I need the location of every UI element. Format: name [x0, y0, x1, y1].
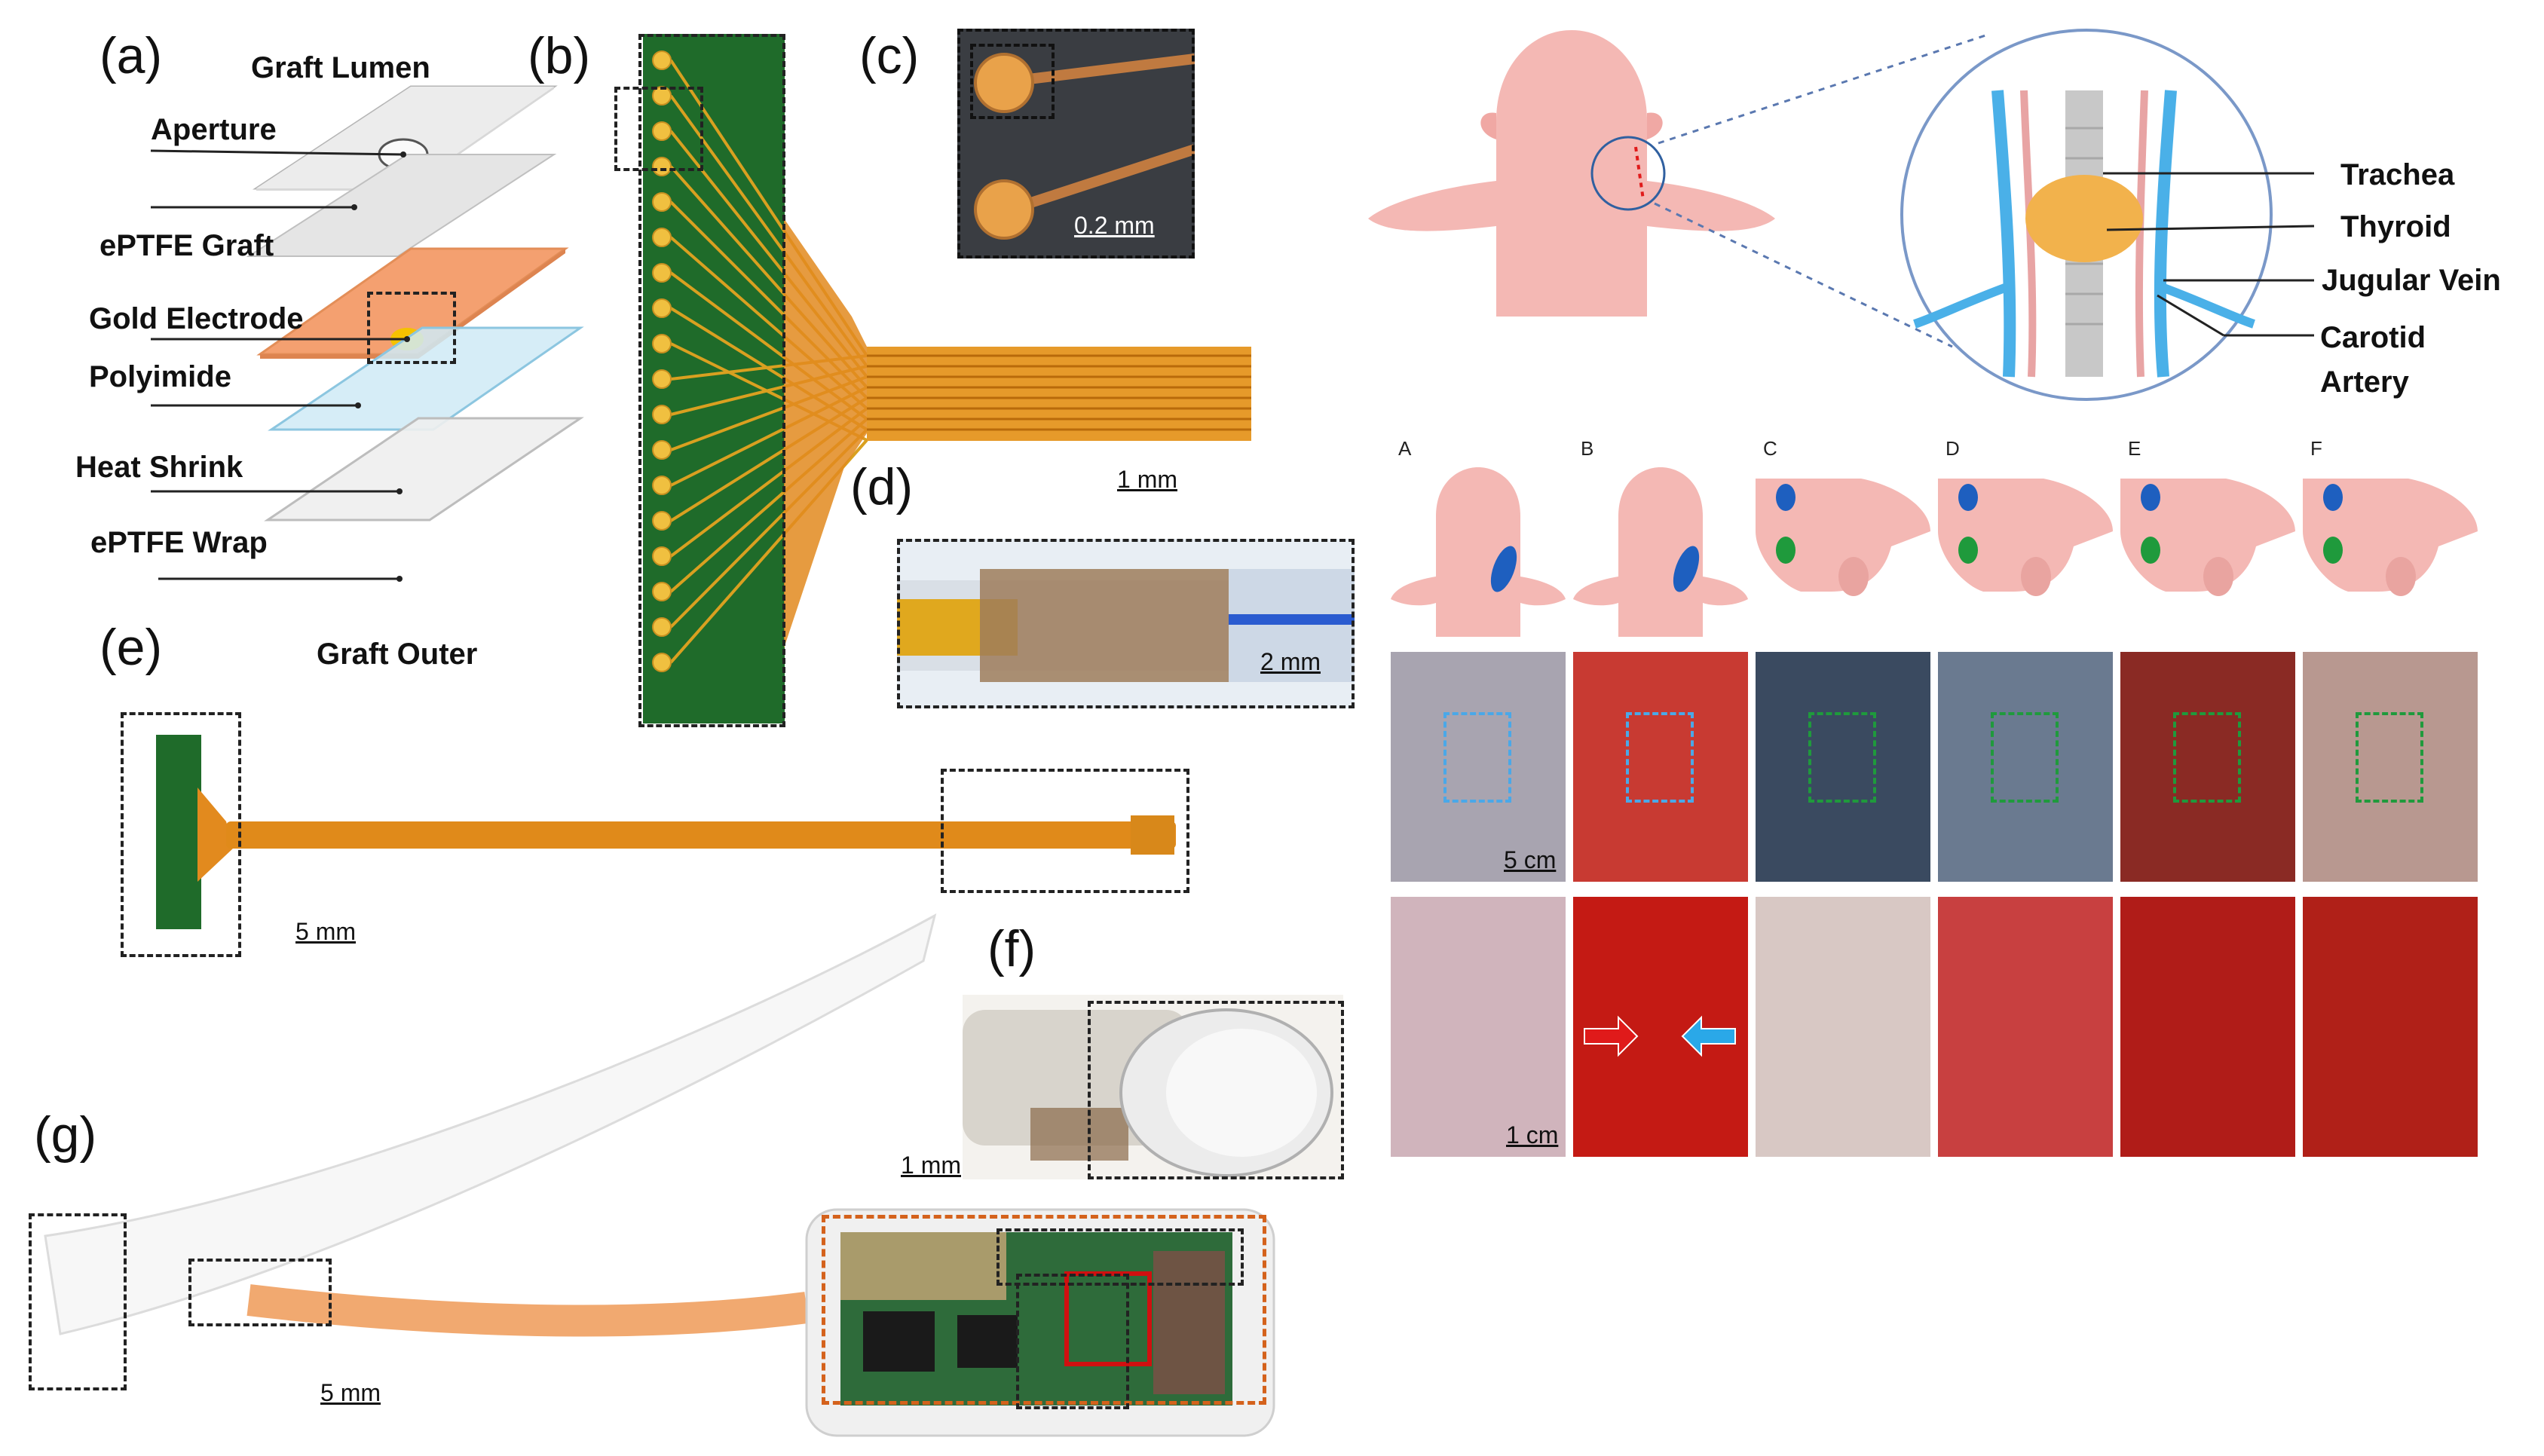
- panel-label-f: (f): [987, 920, 1036, 977]
- electrode-pad: [652, 298, 672, 318]
- wrapped-graft-frame: [897, 539, 1355, 708]
- step-cartoon: [2303, 463, 2478, 637]
- array-outline-box: [638, 34, 785, 727]
- neck-vessels: [1913, 90, 2255, 378]
- electronics-orange-box: [822, 1215, 1266, 1405]
- panel-label-a: (a): [99, 27, 163, 84]
- label-graft-lumen: Graft Lumen: [251, 51, 430, 84]
- label-trachea: Trachea: [2340, 158, 2455, 191]
- step-cartoon: [2120, 463, 2295, 637]
- pig-anatomy-illustration: [1368, 29, 2315, 401]
- step-label: E: [2128, 437, 2141, 460]
- electrode-pad: [652, 157, 672, 176]
- surgery-photo-overview: [1756, 652, 1930, 882]
- label-jugular-vein: Jugular Vein: [2322, 264, 2501, 297]
- electrode-pad: [652, 582, 672, 601]
- label-thyroid: Thyroid: [2340, 210, 2451, 243]
- surgery-photo-overview: [2303, 652, 2478, 882]
- surgery-photo-detail: [1938, 897, 2113, 1157]
- label-polyimide: Polyimide: [89, 360, 231, 393]
- surgery-photo-overview: [1391, 652, 1566, 882]
- electrode-pad: [652, 121, 672, 141]
- scale-bar-surgery-bottom: 1 cm: [1506, 1121, 1559, 1149]
- graft-lumen-photo: [963, 995, 1343, 1179]
- surgery-photo-detail: [1756, 897, 1930, 1157]
- electrode-zoom-box: [367, 292, 456, 364]
- eptfe-wrap-layer: [264, 417, 584, 522]
- surgery-photo-detail: [1391, 897, 1566, 1157]
- implant-assembly-image: [44, 913, 1275, 1437]
- electrode-pad: [652, 263, 672, 283]
- electrode-pad: [652, 653, 672, 672]
- electrode-pad: [652, 192, 672, 212]
- scale-bar-d: 2 mm: [1260, 648, 1321, 675]
- panel-label-d: (d): [850, 458, 914, 515]
- label-artery: Artery: [2320, 366, 2409, 399]
- panel-label-e: (e): [99, 619, 163, 676]
- wrapped-graft-photo: [897, 539, 1355, 708]
- step-label: A: [1398, 437, 1412, 460]
- electrode-pad: [652, 511, 672, 531]
- panel-label-c: (c): [859, 27, 920, 84]
- step-label: B: [1581, 437, 1594, 460]
- electrode-pad: [652, 50, 672, 70]
- lumen-zoom-box: [1088, 1001, 1344, 1179]
- pad-zoom-box: [614, 87, 703, 171]
- scale-bar-e: 5 mm: [295, 918, 356, 945]
- electrode-pad: [652, 228, 672, 247]
- graft-end-box: [29, 1213, 127, 1390]
- surgery-photo-overview: [1573, 652, 1748, 882]
- electrode-pad: [652, 369, 672, 389]
- step-cartoon: [1756, 463, 1930, 637]
- label-gold-electrode: Gold Electrode: [89, 302, 304, 335]
- surgery-photo-overview: [2120, 652, 2295, 882]
- scale-bar-surgery-top: 5 cm: [1504, 846, 1557, 873]
- thyroid-shape: [2025, 175, 2143, 262]
- surgery-photo-overview: [1938, 652, 2113, 882]
- surgery-photo-detail: [2120, 897, 2295, 1157]
- step-cartoon: [1573, 463, 1748, 637]
- scale-bar-g: 5 mm: [320, 1379, 381, 1406]
- layer-stack-diagram: [150, 85, 584, 582]
- scale-bar-f: 1 mm: [901, 1152, 961, 1179]
- electrode-pad: [652, 334, 672, 353]
- surgery-photo-detail: [1573, 897, 1748, 1157]
- panel-label-b: (b): [528, 27, 591, 84]
- surgery-photo-detail: [2303, 897, 2478, 1157]
- scale-bar-b: 1 mm: [1117, 466, 1177, 493]
- label-eptfe-graft: ePTFE Graft: [99, 229, 274, 262]
- electrode-pad: [652, 617, 672, 637]
- label-heat-shrink: Heat Shrink: [75, 451, 243, 484]
- step-label: D: [1946, 437, 1960, 460]
- electrode-pad: [652, 440, 672, 460]
- label-graft-outer: Graft Outer: [317, 638, 478, 671]
- micrograph-frame: [957, 29, 1195, 258]
- electrode-array-image: [643, 34, 1251, 723]
- electrode-pad: [652, 476, 672, 495]
- label-eptfe-wrap: ePTFE Wrap: [90, 526, 268, 559]
- panel-label-g: (g): [34, 1106, 97, 1164]
- electrode-pad: [652, 546, 672, 566]
- pad-detail-box: [970, 44, 1055, 119]
- step-label: F: [2310, 437, 2322, 460]
- electrode-pad: [652, 405, 672, 424]
- circuit-detail-box: [1016, 1274, 1129, 1409]
- step-cartoon: [1391, 463, 1566, 637]
- flex-cable-image: [156, 735, 1176, 929]
- ribbon-entry-box: [188, 1259, 332, 1326]
- step-cartoon: [1938, 463, 2113, 637]
- connector-end-box: [941, 769, 1189, 893]
- pad-micrograph: [957, 29, 1195, 258]
- board-top-box: [996, 1228, 1244, 1286]
- step-label: C: [1763, 437, 1777, 460]
- label-aperture: Aperture: [151, 113, 277, 146]
- array-end-box: [121, 712, 241, 957]
- label-carotid: Carotid: [2320, 321, 2426, 354]
- scale-bar-c: 0.2 mm: [1074, 212, 1155, 239]
